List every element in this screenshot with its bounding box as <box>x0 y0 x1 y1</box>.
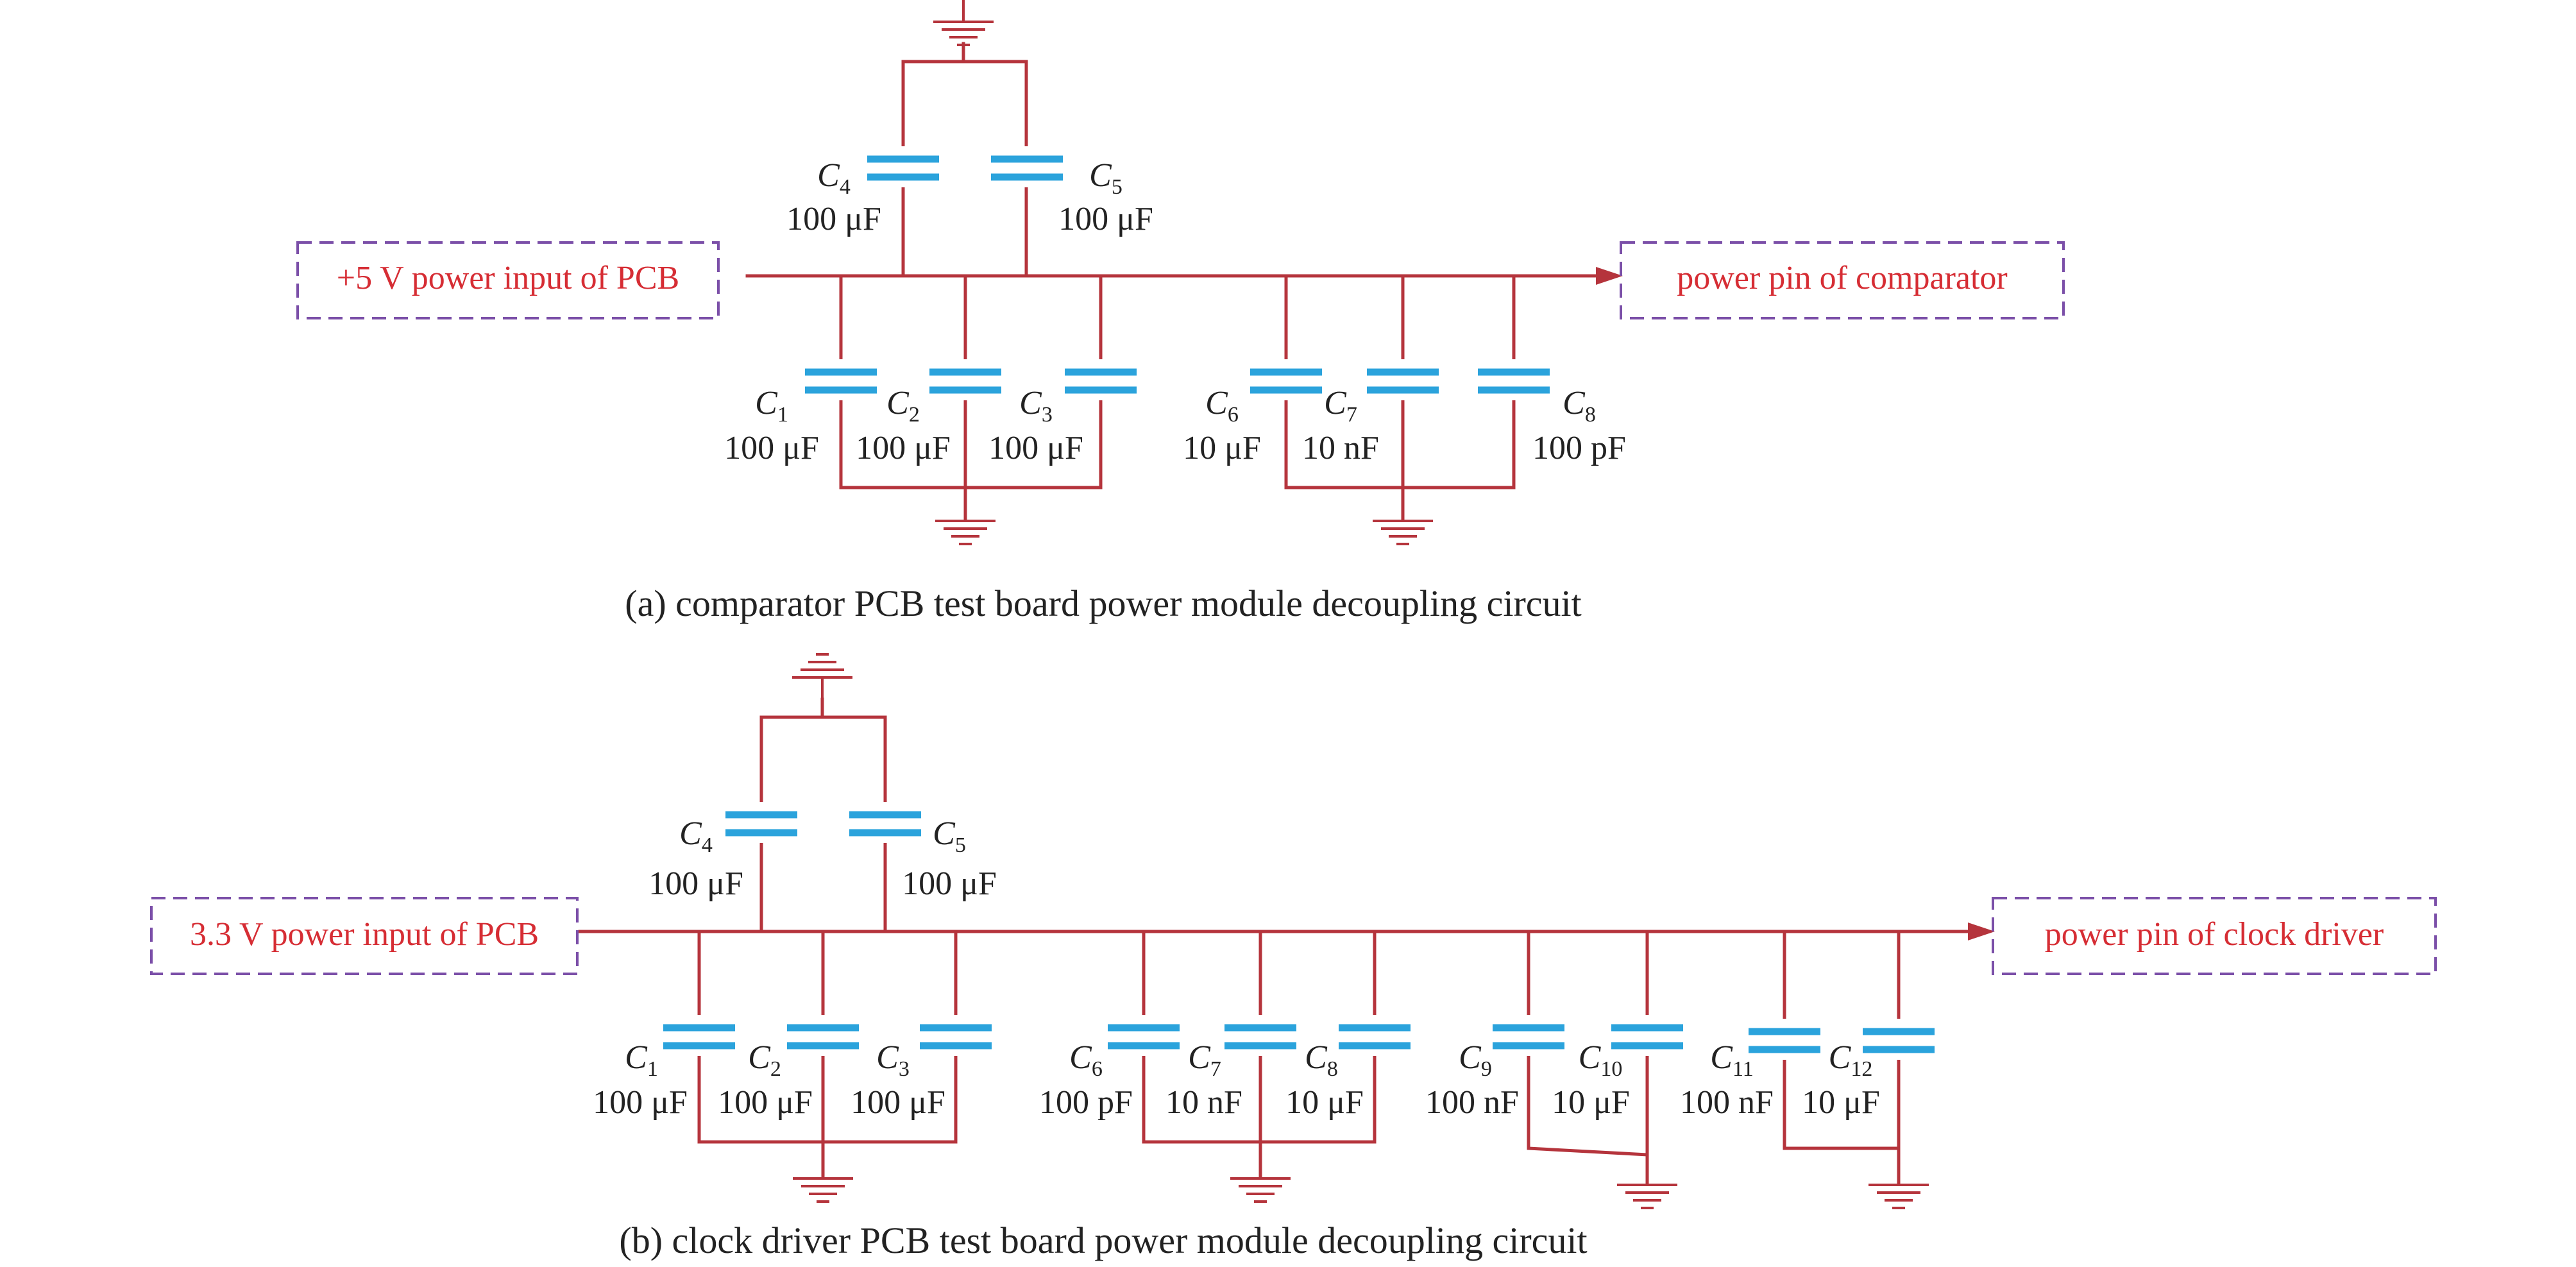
a-capacitor-c6 <box>1250 359 1322 400</box>
a-top-bracket <box>901 60 1028 278</box>
b-c8-name: C8 <box>1305 1039 1338 1081</box>
b-group4-ground-icon <box>1868 1184 1929 1209</box>
b-capacitor-c4 <box>725 802 797 843</box>
a-c2-value: 100 μF <box>856 430 951 466</box>
b-c12-name: C12 <box>1829 1039 1873 1081</box>
b-capacitor-c6 <box>1108 1015 1180 1056</box>
a-capacitor-c3 <box>1065 359 1137 400</box>
diagram-b: 3.3 V power input of PCB power pin of cl… <box>150 653 2437 1261</box>
b-capacitor-c12 <box>1863 1019 1935 1060</box>
b-c10-name: C10 <box>1579 1039 1623 1081</box>
a-top-ground-icon <box>933 0 994 46</box>
b-c11-name: C11 <box>1710 1039 1753 1081</box>
a-c3-name: C3 <box>1019 385 1053 427</box>
b-c7-value: 10 nF <box>1165 1084 1242 1121</box>
b-output-label: power pin of clock driver <box>2045 916 2384 953</box>
b-c6-name: C6 <box>1069 1039 1103 1081</box>
b-output-box <box>1992 897 2437 975</box>
b-c7-name: C7 <box>1188 1039 1221 1081</box>
b-c11-value: 100 nF <box>1680 1084 1774 1121</box>
a-c4-value: 100 μF <box>786 201 881 237</box>
a-c1-value: 100 μF <box>724 430 819 466</box>
a-c1-name: C1 <box>755 385 788 427</box>
b-c8-value: 10 μF <box>1285 1084 1364 1121</box>
b-capacitor-c5 <box>849 802 921 843</box>
a-c5-value: 100 μF <box>1058 201 1153 237</box>
b-c3-name: C3 <box>876 1039 910 1081</box>
a-c4-name: C4 <box>817 157 851 199</box>
a-c3-value: 100 μF <box>988 430 1083 466</box>
b-group1-ground-icon <box>793 1177 853 1203</box>
a-capacitor-c8 <box>1478 359 1550 400</box>
a-c5-name: C5 <box>1089 157 1123 199</box>
a-output-label: power pin of comparator <box>1677 260 2007 296</box>
a-c7-value: 10 nF <box>1302 430 1379 466</box>
a-c6-name: C6 <box>1205 385 1239 427</box>
b-c12-value: 10 μF <box>1802 1084 1880 1121</box>
a-c2-name: C2 <box>886 385 920 427</box>
b-c1-value: 100 μF <box>593 1084 688 1121</box>
b-c9-value: 100 nF <box>1425 1084 1519 1121</box>
b-c5-value: 100 μF <box>902 865 997 902</box>
b-caption: (b) clock driver PCB test board power mo… <box>619 1220 1587 1261</box>
b-capacitor-c10 <box>1611 1015 1683 1056</box>
a-c8-value: 100 pF <box>1532 430 1626 466</box>
a-c8-name: C8 <box>1563 385 1596 427</box>
b-bus-arrow <box>1968 923 1995 940</box>
b-c10-value: 10 μF <box>1552 1084 1630 1121</box>
b-input-label: 3.3 V power input of PCB <box>190 916 539 953</box>
b-c3-value: 100 μF <box>851 1084 945 1121</box>
b-c1-name: C1 <box>625 1039 658 1081</box>
a-group1-ground-icon <box>935 520 996 545</box>
b-capacitor-c8 <box>1339 1015 1411 1056</box>
a-capacitor-c5 <box>991 146 1063 187</box>
b-c5-name: C5 <box>933 815 966 857</box>
b-group3-ground-icon <box>1617 1184 1677 1209</box>
a-bus-arrow <box>1596 267 1623 285</box>
a-capacitor-c7 <box>1367 359 1439 400</box>
b-c4-name: C4 <box>679 815 713 857</box>
b-capacitor-c3 <box>920 1015 992 1056</box>
b-capacitor-c2 <box>787 1015 859 1056</box>
b-capacitor-c9 <box>1493 1015 1564 1056</box>
diagram-a: +5 V power input of PCB power pin of com… <box>296 0 2065 624</box>
b-c2-value: 100 μF <box>718 1084 813 1121</box>
a-c6-value: 10 μF <box>1183 430 1261 466</box>
b-capacitor-c11 <box>1749 1019 1820 1060</box>
a-capacitor-c2 <box>929 359 1001 400</box>
a-input-label: +5 V power input of PCB <box>337 260 679 296</box>
a-input-box <box>296 241 720 319</box>
b-top-bracket <box>759 715 887 933</box>
a-caption: (a) comparator PCB test board power modu… <box>625 582 1581 624</box>
b-c2-name: C2 <box>748 1039 781 1081</box>
b-input-box <box>150 897 579 975</box>
b-c6-value: 100 pF <box>1039 1084 1133 1121</box>
b-capacitor-c1 <box>663 1015 735 1056</box>
a-capacitor-c1 <box>805 359 877 400</box>
a-c7-name: C7 <box>1324 385 1357 427</box>
b-group2-ground-icon <box>1230 1177 1291 1203</box>
b-top-ground-icon <box>792 653 852 699</box>
b-c9-name: C9 <box>1459 1039 1492 1081</box>
a-capacitor-c4 <box>867 146 939 187</box>
b-c4-value: 100 μF <box>648 865 743 902</box>
a-output-box <box>1620 241 2065 319</box>
a-group2-ground-icon <box>1373 520 1433 545</box>
b-capacitor-c7 <box>1224 1015 1296 1056</box>
